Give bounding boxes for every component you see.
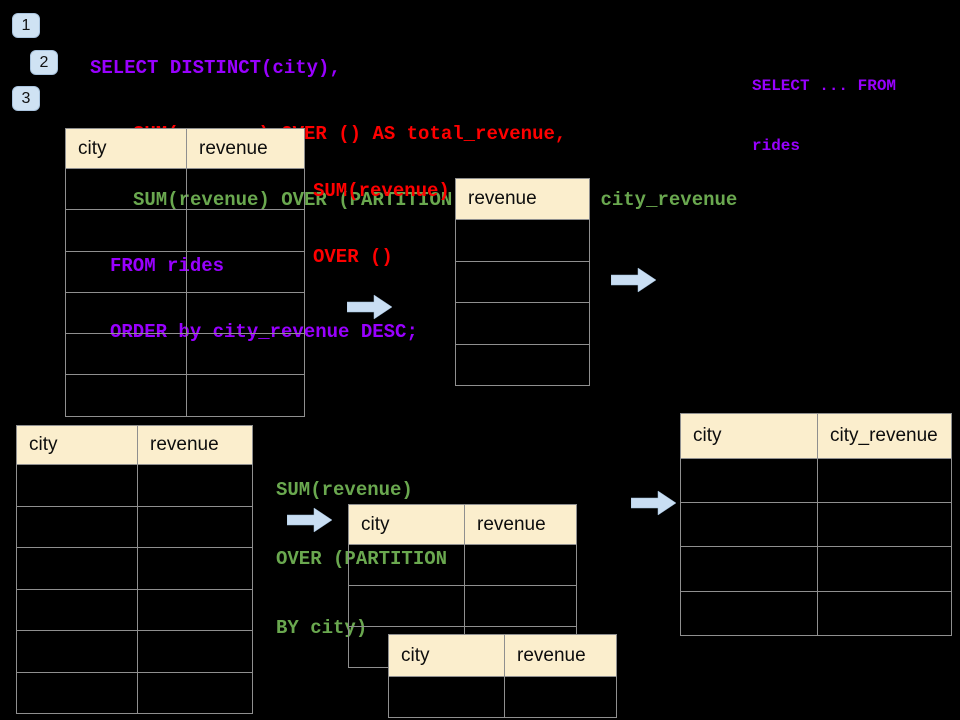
table-row [681, 502, 951, 547]
table-row [349, 544, 576, 585]
table-row [66, 333, 304, 375]
table-source-bottom: city revenue [16, 425, 253, 714]
table-partition-input: city revenue [348, 504, 577, 668]
annotation-total-line-1: SUM(revenue) [313, 180, 450, 202]
flow-arrow-right-icon [611, 267, 657, 293]
table-partition-output: city revenue [388, 634, 617, 718]
table-row [17, 464, 252, 506]
table-row [17, 505, 252, 547]
table-row [456, 219, 589, 261]
column-header-revenue: revenue [464, 505, 576, 544]
column-header-city: city [29, 434, 58, 455]
flow-arrow-right-icon [287, 507, 333, 533]
table-row [456, 260, 589, 303]
column-header-city: city [401, 644, 430, 666]
sql-line-order-by: ORDER by city_revenue DESC; [110, 321, 418, 343]
table-row [66, 250, 304, 292]
table-revenue-mid: revenue [455, 178, 590, 386]
annotation-partition-line-3: BY city) [276, 617, 368, 639]
step-badge-3-label: 3 [21, 89, 31, 107]
table-row [17, 547, 252, 589]
table-row [681, 458, 951, 503]
table-row [681, 590, 951, 635]
side-note-line-2: rides [752, 137, 801, 155]
table-row [66, 291, 304, 334]
table-row [456, 343, 589, 386]
table-row [17, 671, 252, 713]
annotation-partition-revenue: SUM(revenue) OVER (PARTITION BY city) [276, 433, 447, 663]
flow-arrow-right-icon [631, 490, 677, 516]
side-note-line-1: SELECT ... FROM [752, 77, 897, 95]
table-row [17, 588, 252, 630]
column-header-revenue: revenue [504, 635, 616, 676]
annotation-partition-line-2: OVER (PARTITION [276, 548, 448, 570]
step-badge-1: 1 [12, 13, 40, 38]
column-header-city: city [693, 425, 722, 446]
sql-line-select: SELECT DISTINCT(city), [90, 57, 341, 79]
column-header-revenue: revenue [186, 129, 304, 168]
table-row [66, 209, 304, 251]
sql-line-from: FROM rides [110, 255, 225, 277]
annotation-total-revenue: SUM(revenue) OVER () [313, 136, 450, 290]
table-row [17, 630, 252, 672]
column-header-city: city [78, 137, 107, 159]
annotation-total-line-2: OVER () [313, 246, 393, 268]
column-header-revenue: revenue [468, 188, 537, 209]
flow-arrow-right-icon [347, 294, 393, 320]
table-result: city city_revenue [680, 413, 952, 636]
step-badge-1-label: 1 [21, 16, 31, 34]
table-source-top: city revenue [65, 128, 305, 417]
table-row [681, 546, 951, 591]
table-row [456, 302, 589, 344]
table-row [66, 168, 304, 210]
step-badge-3: 3 [12, 86, 40, 111]
table-row [66, 374, 304, 416]
step-badge-2: 2 [30, 50, 58, 75]
table-row [349, 585, 576, 626]
column-header-city: city [361, 513, 390, 535]
column-header-city-revenue: city_revenue [817, 414, 951, 458]
table-row [389, 676, 616, 717]
step-badge-2-label: 2 [39, 53, 49, 71]
annotation-partition-line-1: SUM(revenue) [276, 479, 413, 501]
column-header-revenue: revenue [137, 426, 252, 464]
side-note-select-from-rides: SELECT ... FROM rides [752, 36, 896, 176]
